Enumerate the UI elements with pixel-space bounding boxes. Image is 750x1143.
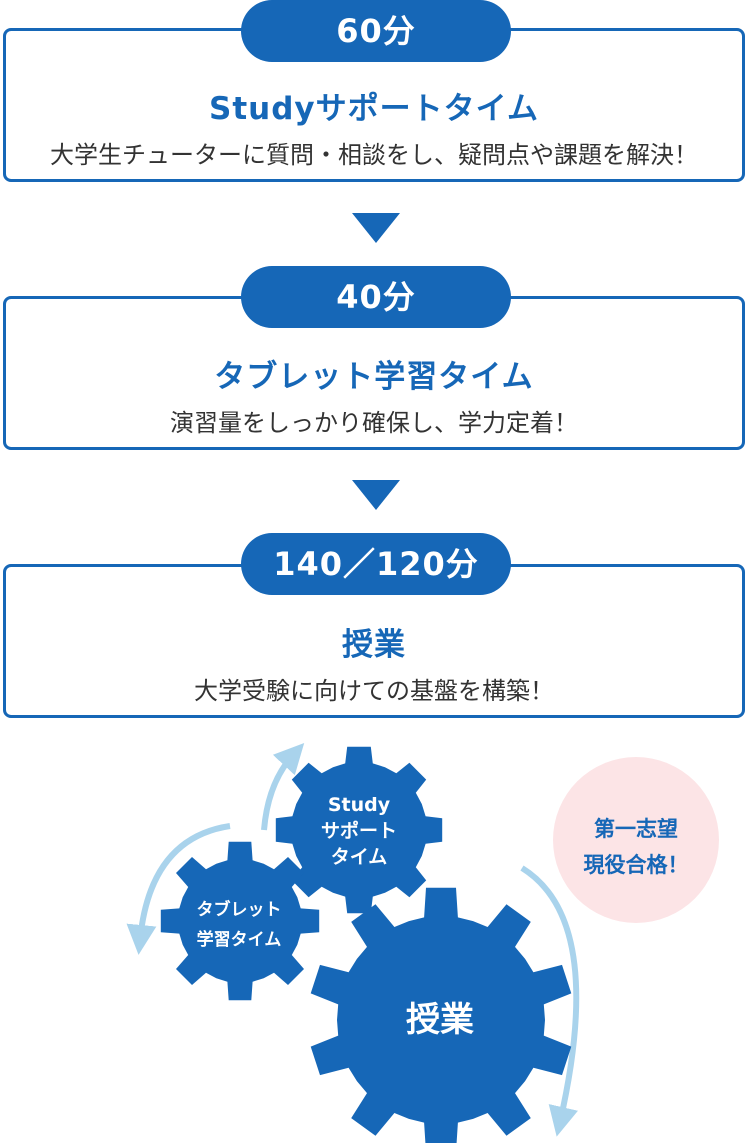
duration-badge: 60分 xyxy=(241,0,511,62)
gear-icon xyxy=(275,746,443,914)
step-title: タブレット学習タイム xyxy=(214,359,534,395)
duration-badge: 140／120分 xyxy=(241,533,511,595)
cycle-arrow-icon xyxy=(520,865,580,1137)
step-description: 大学生チューターに質問・相談をし、疑問点や課題を解決！ xyxy=(50,141,698,169)
step-title: 授業 xyxy=(342,627,406,663)
step-description: 大学受験に向けての基盤を構築！ xyxy=(194,677,554,705)
gears-illustration xyxy=(126,743,580,1143)
gear-label-class: 授業 xyxy=(406,1000,474,1040)
down-arrow-icon xyxy=(352,213,400,243)
goal-line-2: 現役合格！ xyxy=(583,853,689,877)
step-title: Studyサポートタイム xyxy=(209,91,539,127)
gear-icon xyxy=(160,841,320,1001)
step-description: 演習量をしっかり確保し、学力定着！ xyxy=(170,409,578,437)
down-arrow-icon xyxy=(352,480,400,510)
cycle-arrow-icon xyxy=(261,743,305,831)
gear-label-tablet-study: タブレット 学習タイム xyxy=(196,900,282,950)
duration-badge: 40分 xyxy=(241,266,511,328)
gear-icon xyxy=(310,887,572,1143)
cycle-arrow-icon xyxy=(126,823,231,955)
gear-label-study-support: Study サポート タイム xyxy=(320,794,397,868)
goal-badge: 第一志望 現役合格！ xyxy=(553,757,719,923)
goal-line-1: 第一志望 xyxy=(594,817,678,841)
